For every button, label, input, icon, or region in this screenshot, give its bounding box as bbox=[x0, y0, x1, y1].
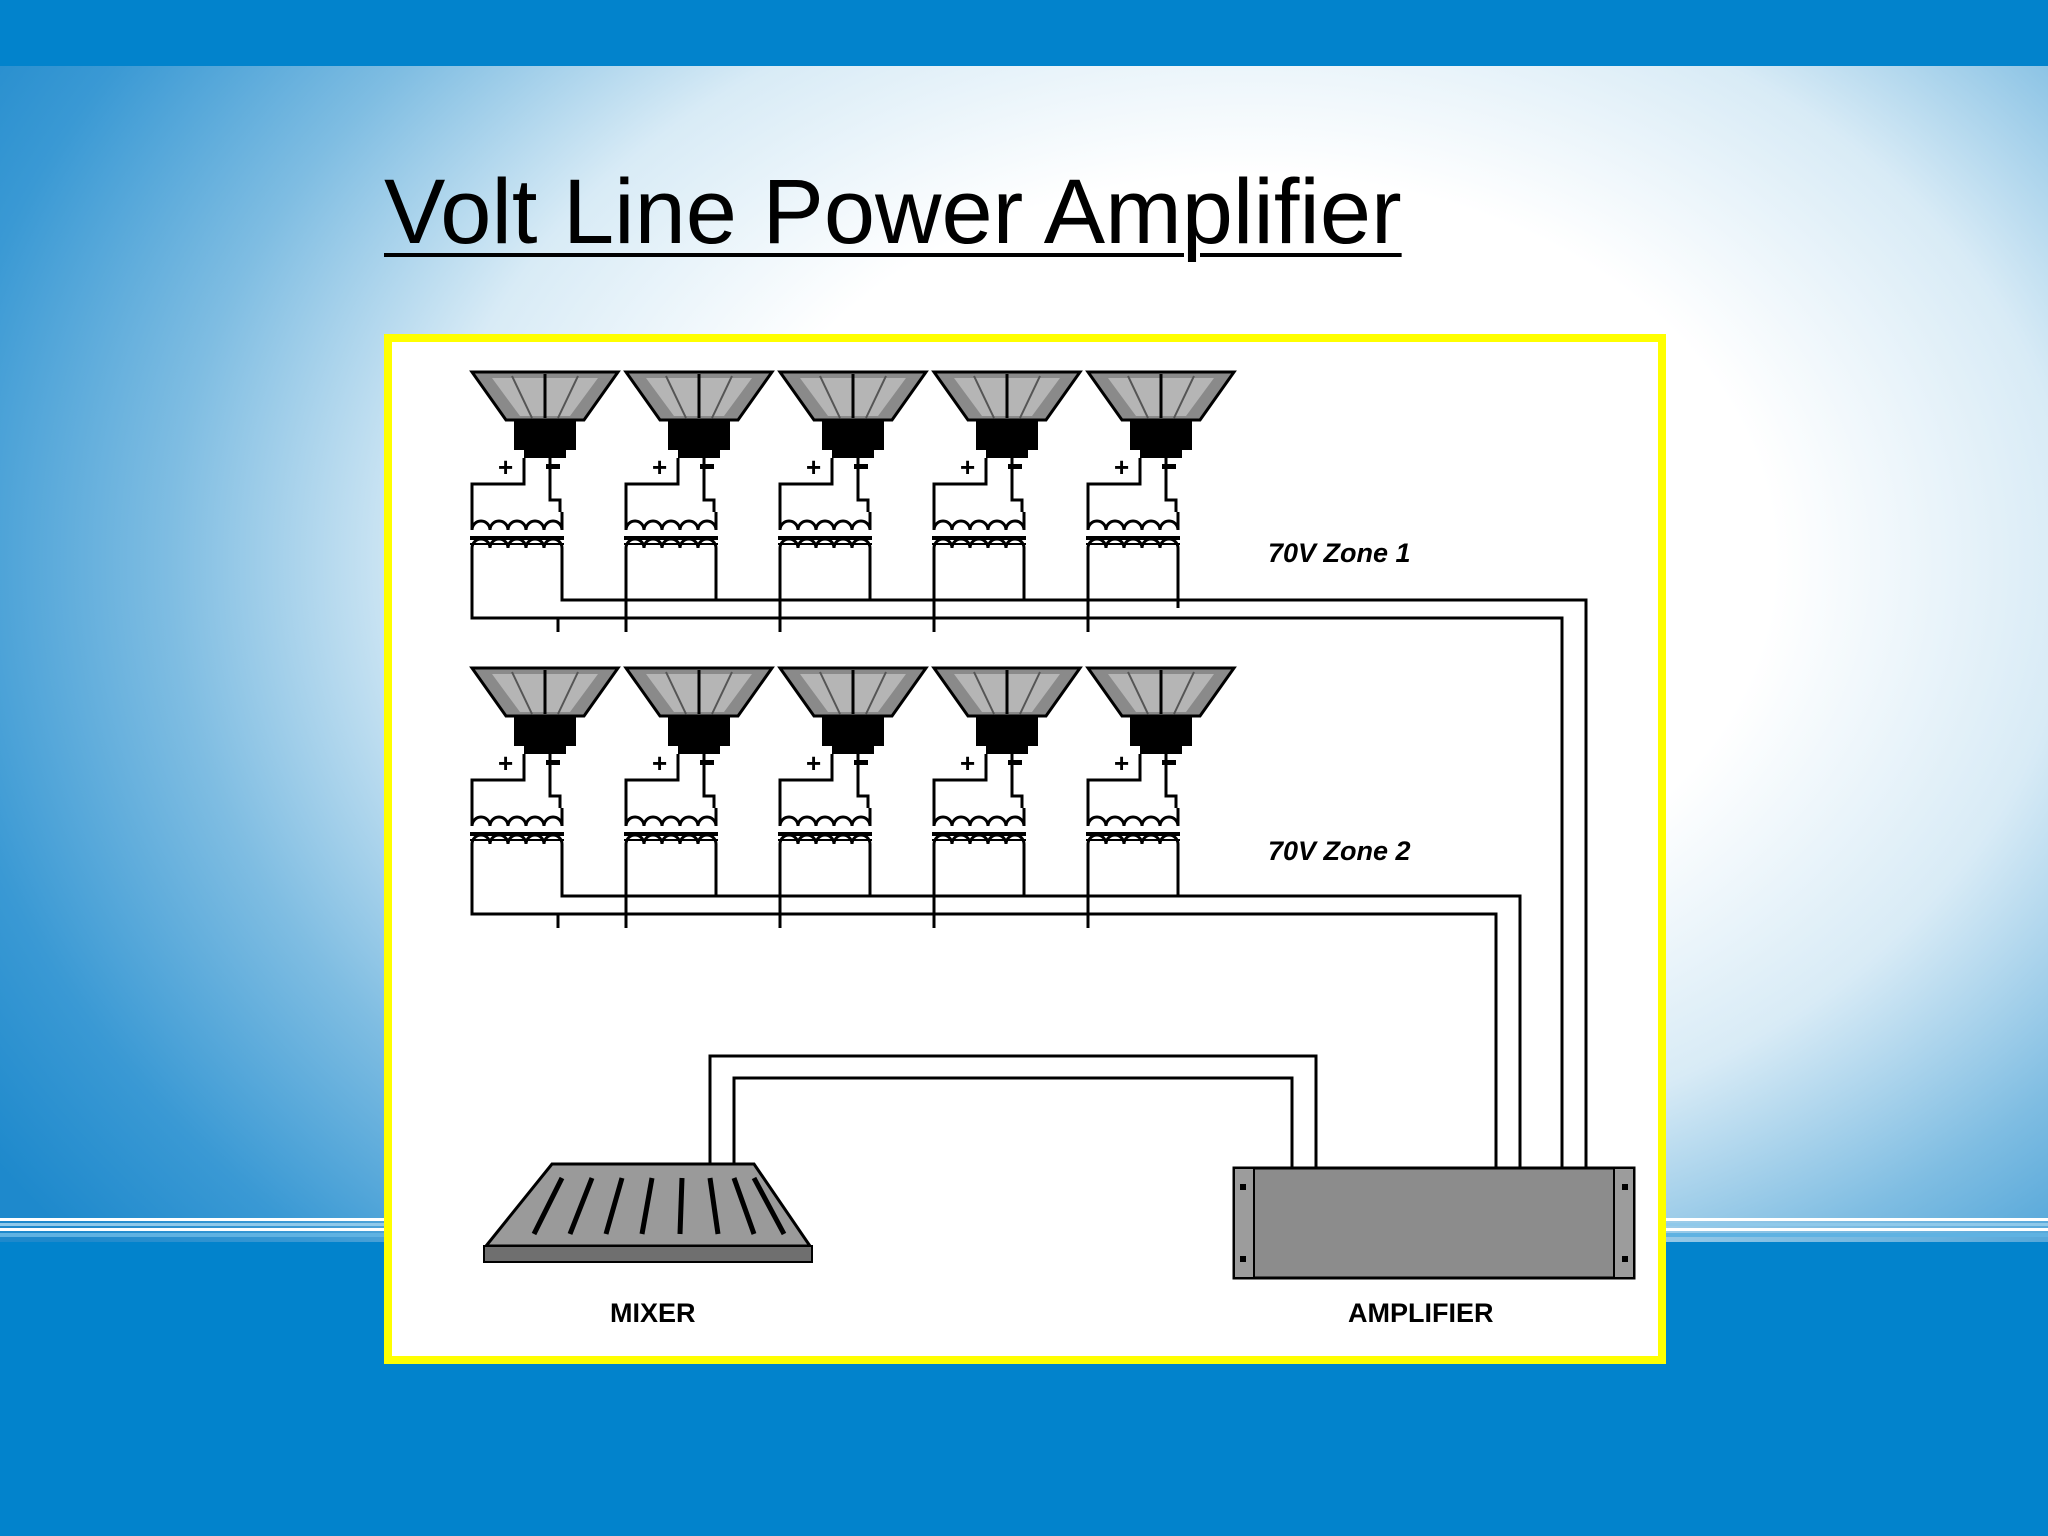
zone-2-speaker bbox=[1084, 666, 1236, 890]
zone-2-bus bbox=[470, 868, 1522, 1168]
amplifier-label: AMPLIFIER bbox=[1348, 1298, 1494, 1328]
zone-1-speakers bbox=[468, 370, 1236, 594]
zone-1-speaker bbox=[468, 370, 620, 594]
zone-1-label: 70V Zone 1 bbox=[1268, 538, 1411, 568]
mixer-icon bbox=[482, 1162, 813, 1263]
zone-2-speakers bbox=[468, 666, 1236, 890]
wiring-diagram-frame: + bbox=[384, 334, 1666, 1364]
wiring-diagram: + bbox=[468, 370, 1636, 1328]
mixer-amp-cable bbox=[708, 1054, 1318, 1168]
zone-1-speaker bbox=[1084, 370, 1236, 594]
zone-1-speaker bbox=[622, 370, 774, 594]
zone-1-speaker bbox=[776, 370, 928, 594]
mixer-label: MIXER bbox=[610, 1298, 696, 1328]
zone-2-speaker bbox=[622, 666, 774, 890]
amplifier-icon bbox=[1232, 1166, 1636, 1280]
top-band bbox=[0, 0, 2048, 66]
zone-1-speaker bbox=[930, 370, 1082, 594]
zone-2-speaker bbox=[468, 666, 620, 890]
zone-2-speaker bbox=[776, 666, 928, 890]
zone-1-bus bbox=[470, 572, 1588, 1168]
zone-2-speaker bbox=[930, 666, 1082, 890]
zone-2-label: 70V Zone 2 bbox=[1268, 836, 1411, 866]
slide-title: Volt Line Power Amplifier bbox=[384, 161, 1402, 263]
